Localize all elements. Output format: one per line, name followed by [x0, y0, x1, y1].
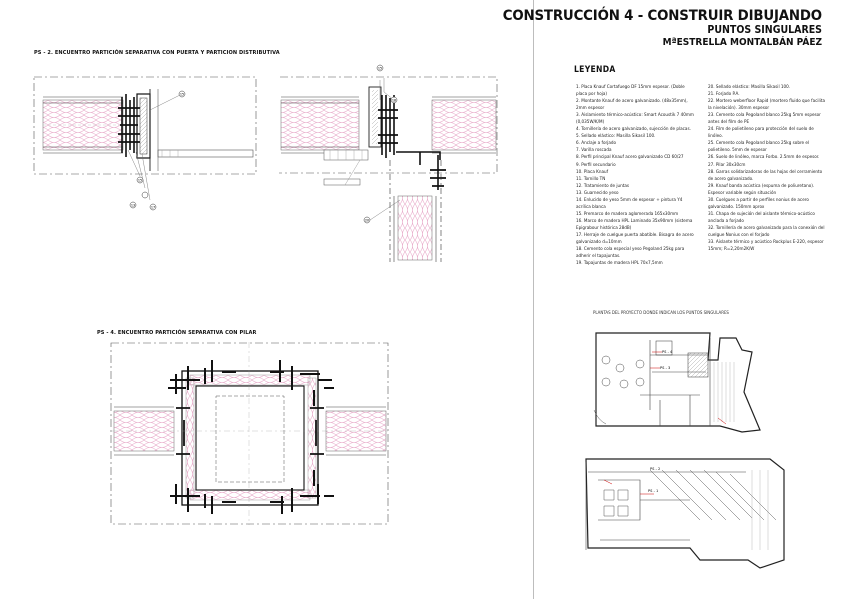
- callout-label: 15: [138, 179, 142, 183]
- legend-item: 27. Pilar 30x30cm: [708, 162, 746, 168]
- legend-item: 30. Cuelgues a partir de perfiles nonius…: [708, 197, 809, 210]
- callout-label: 15: [180, 93, 184, 97]
- legend-item: 10. Placa Knauf: [576, 169, 609, 175]
- ps-tag: PS - 3: [660, 366, 670, 370]
- legend-item: 22. Mortero weberfloor Rapid (mortero fl…: [708, 99, 826, 112]
- legend-item: 4. Tornillería de acero galvanizado, suj…: [576, 127, 691, 133]
- callout-label: 17: [151, 206, 155, 210]
- sheet-divider: [533, 0, 534, 599]
- floor-plan-lower: [585, 458, 785, 569]
- legend-item: 24. Film de polietileno para protección …: [708, 127, 814, 140]
- callout-label: 15: [378, 67, 382, 71]
- legend-item: 3. Aislamiento térmico-acústico: Smart A…: [576, 113, 694, 126]
- legend-item: 21. Forjado P.A.: [708, 92, 740, 98]
- legend-item: 17. Herraje de cuelgue puerta abatible. …: [576, 232, 694, 246]
- legend-item: 31. Chapa de sujeción del aislante térmi…: [708, 211, 815, 224]
- legend-item: 2. Montante Knauf de acero galvanizado. …: [576, 99, 688, 112]
- legend-item: 18. Cemento cola especial yeso Pegoland …: [576, 247, 685, 260]
- legend-item: 6. Anclaje a forjado: [576, 141, 617, 147]
- legend-item: 11. Tornillo TN: [576, 176, 606, 182]
- callout-label: 20: [365, 219, 369, 223]
- ps4-pillar-detail: [110, 342, 389, 525]
- ps4-title: PS - 4. ENCUENTRO PARTICIÓN SEPARATIVA C…: [97, 330, 257, 336]
- page-title: CONSTRUCCIÓN 4 - CONSTRUIR DIBUJANDO: [502, 8, 822, 24]
- legend-item: 7. Varilla roscada: [576, 148, 612, 154]
- ps-tag: PS - 2: [650, 467, 660, 471]
- callout-label: 13: [131, 204, 135, 208]
- legend-item: 16. Marco de madera HPL Laminado 35x90mm…: [576, 218, 693, 231]
- author-name: MªESTRELLA MONTALBÁN PÁEZ: [662, 37, 822, 48]
- legend-item: 29. Knauf banda acústica (espuma de poli…: [708, 183, 815, 196]
- ps-tag: PS - 4: [662, 350, 673, 354]
- callout-label: 18: [392, 99, 396, 103]
- legend-item: 1. Placa Knauf Cortafuego DF 15mm espeso…: [576, 85, 685, 98]
- legend-item: 28. Garras solidarizadoras de las hojas …: [708, 169, 823, 182]
- legend-item: 9. Perfil secundario: [576, 162, 616, 168]
- ps2-left-detail: [33, 76, 257, 211]
- legend-item: 12. Tratamiento de juntas: [576, 183, 630, 189]
- plans-caption: PLANTAS DEL PROYECTO DONDE INDICAN LOS P…: [593, 311, 729, 316]
- legend-column-2: 20. Sellado elástico: Masilla Sikasil 10…: [708, 84, 826, 253]
- legend-item: 33. Aislante térmico y acústico Rockplus…: [708, 240, 824, 253]
- legend-item: 5. Sellado elástico: Masilla Sikasil 100…: [576, 134, 656, 140]
- legend-item: 15. Premarco de madera aglomerada 165x30…: [576, 211, 679, 217]
- legend-heading: LEYENDA: [574, 65, 616, 75]
- legend-item: 14. Enlucido de yeso 5mm de espesor + pi…: [576, 197, 683, 210]
- legend-column-1: 1. Placa Knauf Cortafuego DF 15mm espeso…: [576, 84, 694, 267]
- ps-tag: PS - 1: [648, 489, 658, 493]
- legend-item: 8. Perfil principal Knauf acero galvaniz…: [576, 155, 684, 161]
- legend-item: 23. Cemento cola Pegoland blanco 25kg 5m…: [708, 113, 821, 126]
- legend-item: 13. Guarnecido yeso: [576, 190, 619, 196]
- ps2-right-detail: [279, 64, 498, 262]
- legend-item: 19. Tapajuntas de madera HPL 70x7,5mm: [576, 261, 663, 267]
- page-subtitle: PUNTOS SINGULARES: [707, 24, 822, 36]
- legend-item: 26. Suelo de linóleo, marca Forbo. 2.5mm…: [708, 155, 820, 161]
- legend-item: 20. Sellado elástico: Masilla Sikasil 10…: [708, 85, 791, 90]
- legend-item: 32. Tornillería de acero galvanizado par…: [708, 225, 825, 238]
- ps2-title: PS - 2. ENCUENTRO PARTICIÓN SEPARATIVA C…: [34, 50, 280, 56]
- legend-item: 25. Cemento cola Pegoland blanco 25kg so…: [708, 141, 810, 154]
- floor-plan-upper: [593, 332, 761, 433]
